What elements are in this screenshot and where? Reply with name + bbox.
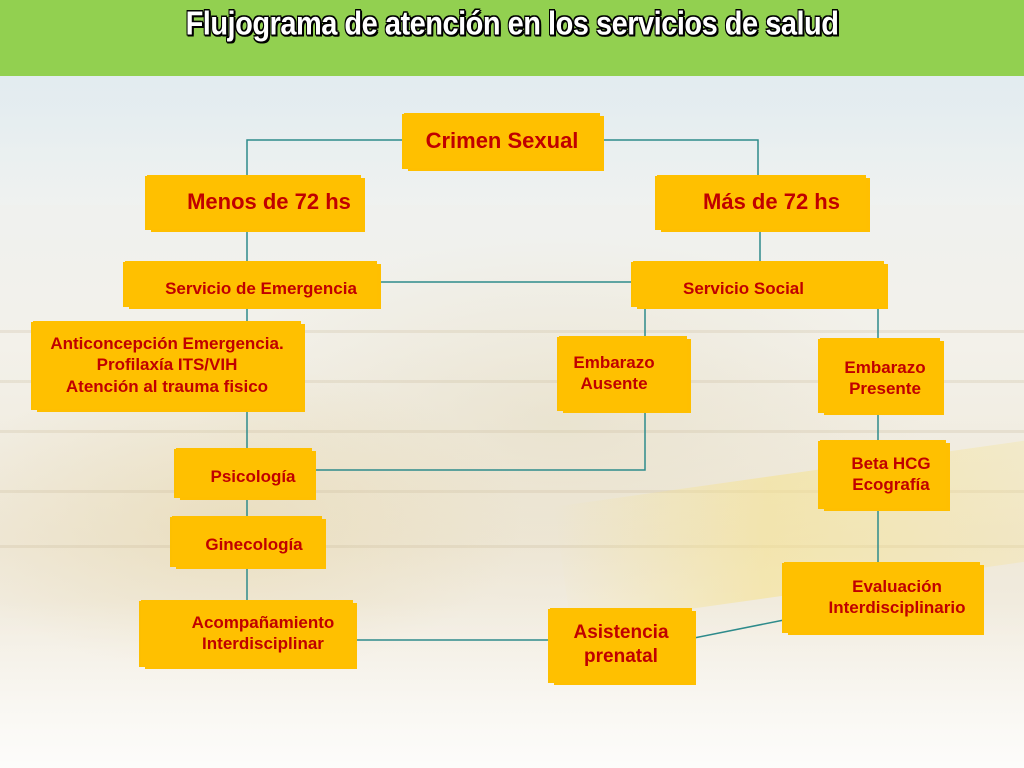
node-anticoncepcion: Anticoncepción Emergencia. Profilaxía IT… <box>33 321 301 409</box>
node-servicio-social: Servicio Social <box>633 261 884 306</box>
node-ginecologia: Ginecología <box>172 516 322 566</box>
connector-ausente-psicologia <box>312 410 646 471</box>
node-crimen-sexual: Crimen Sexual <box>404 113 600 168</box>
node-servicio-emergencia: Servicio de Emergencia <box>125 261 377 306</box>
slide-title: Flujograma de atención en los servicios … <box>185 5 839 43</box>
connector-crimen-mas72 <box>600 139 759 175</box>
paper-edge <box>0 330 1024 333</box>
node-evaluacion-interdisciplinario: Evaluación Interdisciplinario <box>784 562 980 632</box>
paper-edge <box>0 430 1024 433</box>
paper-edge <box>0 490 1024 493</box>
paper-edge <box>0 380 1024 383</box>
title-bar <box>0 0 1024 76</box>
node-psicologia: Psicología <box>176 448 312 497</box>
paper-edge <box>0 545 1024 548</box>
node-menos-72hs: Menos de 72 hs <box>147 175 361 229</box>
connector-evaluacion-asistencia <box>693 619 785 639</box>
node-embarazo-ausente: Embarazo Ausente <box>559 336 687 410</box>
node-acompanamiento-interdisciplinar: Acompañamiento Interdisciplinar <box>141 600 353 666</box>
node-asistencia-prenatal: Asistencia prenatal <box>550 608 692 682</box>
node-beta-hcg-ecografia: Beta HCG Ecografía <box>820 440 946 508</box>
node-embarazo-presente: Embarazo Presente <box>820 338 940 412</box>
node-mas-72hs: Más de 72 hs <box>657 175 866 229</box>
connector-crimen-menos72 <box>246 139 405 175</box>
